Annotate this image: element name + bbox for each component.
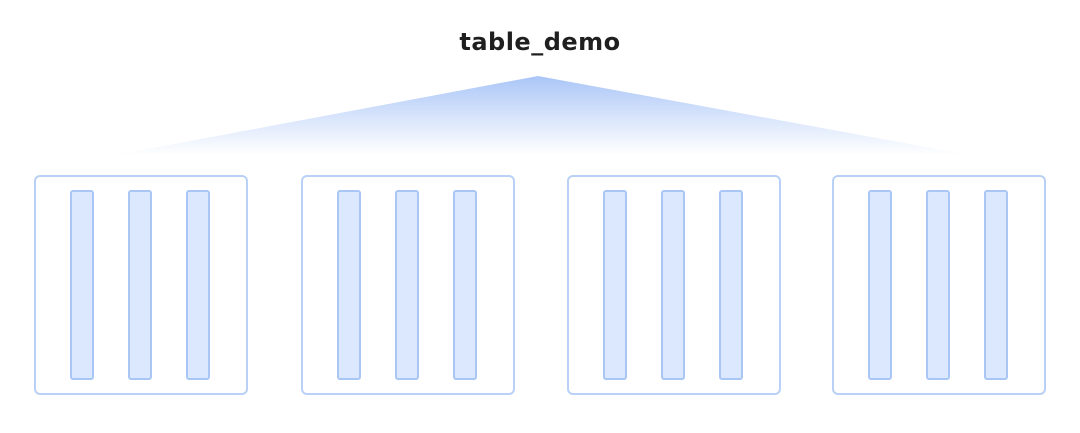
column-2 xyxy=(395,190,419,380)
column-3 xyxy=(984,190,1008,380)
column-1 xyxy=(868,190,892,380)
partition-4 xyxy=(832,175,1046,395)
column-3 xyxy=(186,190,210,380)
column-1 xyxy=(337,190,361,380)
partition-2 xyxy=(301,175,515,395)
column-1 xyxy=(70,190,94,380)
column-2 xyxy=(128,190,152,380)
column-3 xyxy=(453,190,477,380)
partition-3 xyxy=(567,175,781,395)
fanout-triangle xyxy=(110,76,975,156)
column-2 xyxy=(661,190,685,380)
partition-1 xyxy=(34,175,248,395)
column-2 xyxy=(926,190,950,380)
column-1 xyxy=(603,190,627,380)
column-3 xyxy=(719,190,743,380)
table-title: table_demo xyxy=(459,28,621,56)
